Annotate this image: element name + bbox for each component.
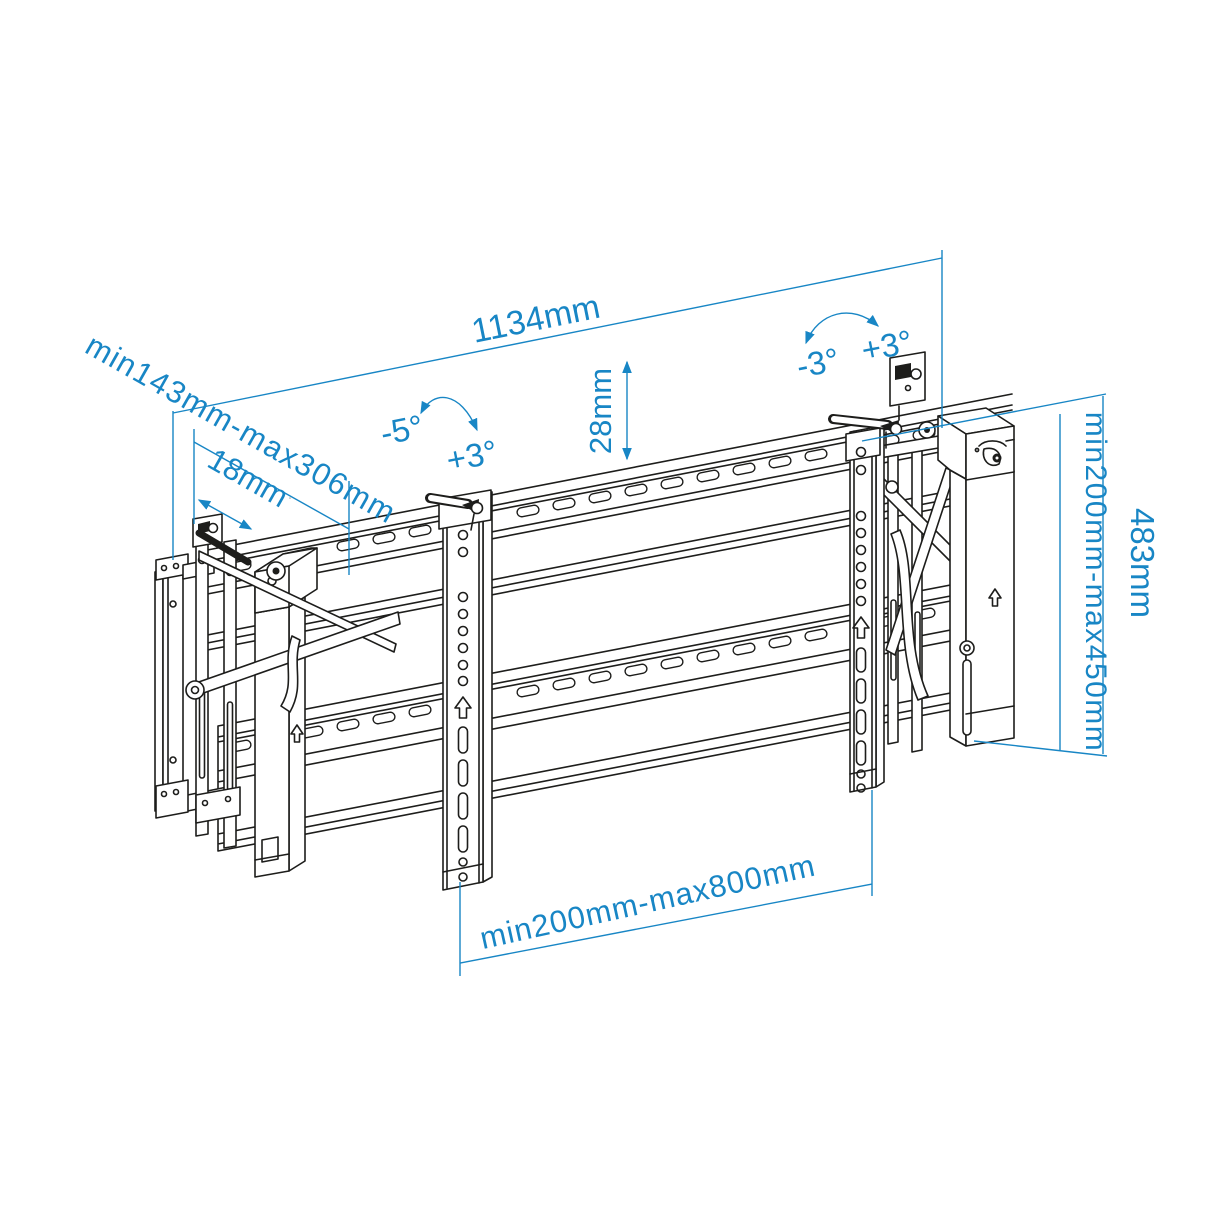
dim-total-height-label: 483mm bbox=[1124, 508, 1161, 618]
dimension-arrow bbox=[197, 499, 253, 530]
middle-bracket-slots bbox=[457, 726, 469, 853]
dim-total-height: 483mm bbox=[1102, 396, 1161, 754]
up-arrow-icon bbox=[988, 588, 1002, 607]
tilt-right-min-label: -3° bbox=[793, 340, 842, 384]
dimension-line bbox=[193, 441, 350, 530]
right-tv-bracket bbox=[845, 421, 885, 793]
dim-vesa-height-label: min200mm-max450mm bbox=[1079, 412, 1112, 753]
left-scissor-arms bbox=[185, 497, 401, 713]
right-bracket-holes bbox=[855, 446, 867, 607]
dim-vesa-width-label: min200mm-max800mm bbox=[477, 848, 819, 956]
tilt-left-min-label: -5° bbox=[377, 407, 426, 451]
dimension-line bbox=[459, 883, 873, 964]
tilt-left-max-label: +3° bbox=[443, 433, 500, 479]
right-clamp-lever bbox=[828, 351, 926, 449]
dim-height-adjust: 28mm bbox=[583, 360, 632, 461]
tilt-arc bbox=[805, 312, 880, 345]
dimension-line bbox=[172, 257, 943, 414]
tilt-arc bbox=[420, 396, 478, 432]
middle-bracket-holes bbox=[457, 529, 469, 687]
middle-clamp-lever bbox=[425, 493, 484, 531]
up-arrow-icon bbox=[454, 696, 472, 719]
dim-vesa-width: min200mm-max800mm bbox=[459, 790, 873, 976]
dim-height-adjust-label: 28mm bbox=[583, 368, 618, 454]
tilt-range-left: -5° +3° bbox=[377, 396, 500, 479]
right-bracket-slots bbox=[855, 647, 867, 766]
extension-line bbox=[459, 790, 873, 976]
right-wall-column bbox=[937, 407, 1015, 747]
up-arrow-icon bbox=[852, 616, 870, 639]
extension-line bbox=[861, 393, 1108, 757]
dim-depth-range-label: min143mm-max306mm bbox=[80, 327, 403, 530]
middle-tv-bracket bbox=[438, 489, 493, 891]
dim-total-width: 1134mm bbox=[172, 250, 943, 560]
dim-total-width-label: 1134mm bbox=[468, 288, 603, 351]
left-clamp-lever bbox=[195, 529, 286, 581]
up-arrow-icon bbox=[290, 724, 304, 743]
dim-vesa-height: min200mm-max450mm bbox=[861, 393, 1112, 757]
extension-line bbox=[193, 429, 350, 575]
bottom-rail-slots bbox=[227, 606, 937, 754]
extension-line bbox=[172, 250, 943, 560]
